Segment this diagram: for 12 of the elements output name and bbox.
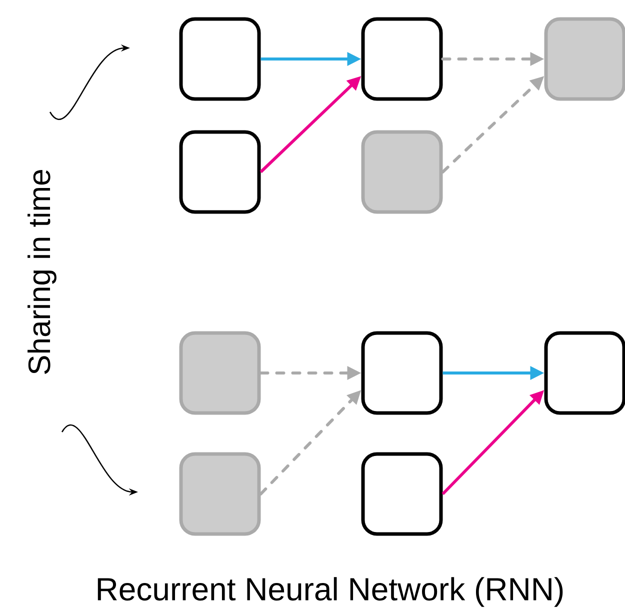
state-box	[179, 130, 261, 214]
state-box	[179, 17, 261, 101]
state-box	[179, 331, 261, 415]
caption: Recurrent Neural Network (RNN)	[98, 577, 563, 607]
state-box	[544, 17, 625, 101]
state-box	[361, 17, 443, 101]
rotated-label: Sharing in time	[28, 170, 56, 374]
state-box	[179, 452, 261, 536]
state-box	[361, 452, 443, 536]
state-box	[361, 331, 443, 415]
state-box	[544, 331, 625, 415]
state-box	[361, 130, 443, 214]
